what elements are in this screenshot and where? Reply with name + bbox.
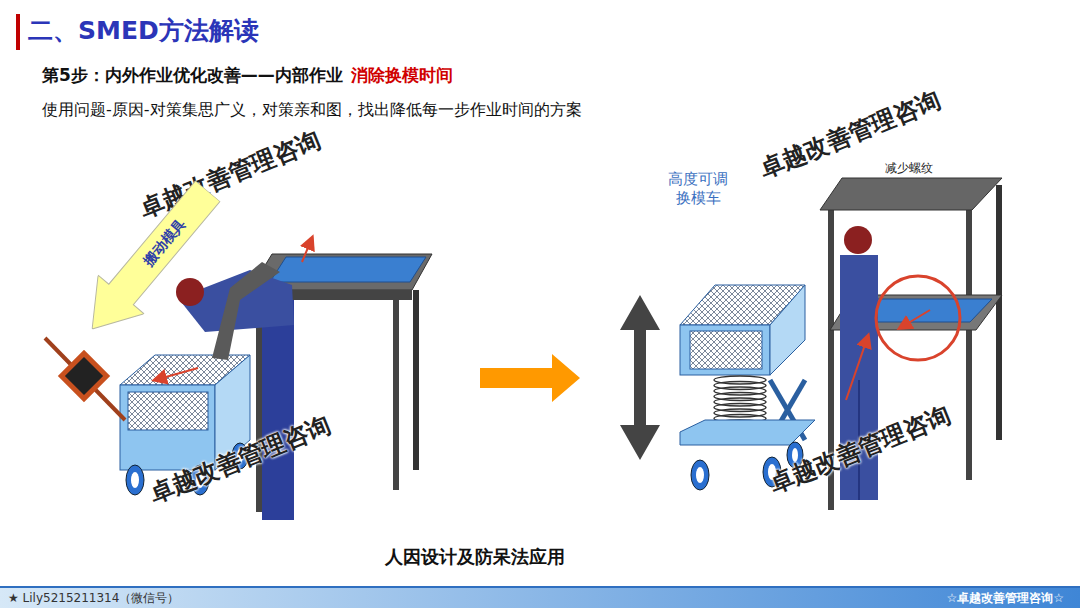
die-symbol — [45, 338, 125, 420]
worker-standing — [846, 336, 868, 400]
footer-bar — [0, 588, 1080, 608]
part-label: 减少螺纹 — [885, 160, 933, 177]
part-label: 高度可调 换模车 — [660, 170, 736, 208]
adjustable-cart — [770, 285, 805, 375]
work-table-right — [996, 185, 1002, 440]
adjustable-cart — [680, 420, 815, 445]
step-highlight: 消除换模时间 — [351, 64, 453, 87]
footer-brand: ☆卓越改善管理咨询☆ — [946, 590, 1064, 607]
worker-standing — [844, 226, 872, 254]
work-table-right — [820, 178, 1002, 210]
die-cart-left — [128, 392, 208, 430]
arrow-label: 搬动模具 — [109, 181, 220, 305]
work-table-left — [256, 300, 262, 512]
work-table-left — [413, 290, 419, 470]
header — [16, 14, 20, 50]
worker-bending — [212, 262, 280, 360]
method-note: 使用问题-原因-对策集思广义，对策亲和图，找出降低每一步作业时间的方案 — [42, 100, 582, 121]
worker-bending — [155, 368, 198, 380]
work-table-right — [966, 210, 972, 480]
worker-standing — [900, 310, 930, 328]
watermark: 卓越改善管理咨询 — [135, 124, 325, 226]
transition-arrow — [480, 354, 580, 402]
die-cart-left — [126, 465, 144, 495]
height-arrow — [620, 295, 660, 460]
figure-caption: 人因设计及防呆法应用 — [385, 545, 565, 569]
die-cart-left — [131, 472, 139, 488]
transition-arrow — [480, 354, 580, 402]
arrow-outline — [69, 172, 231, 348]
work-table-left — [270, 257, 426, 282]
work-table-left — [393, 300, 399, 490]
page-title: 二、SMED方法解读 — [28, 14, 259, 47]
worker-bending — [176, 278, 204, 306]
worker-standing — [876, 276, 960, 360]
worker-bending — [262, 300, 294, 520]
die-symbol — [61, 353, 106, 398]
adjustable-cart — [696, 467, 704, 483]
die-symbol — [45, 338, 125, 420]
step-heading: 第5步：内外作业优化改善——内部作业 — [42, 64, 343, 87]
footer-contact: ★ Lily5215211314（微信号） — [8, 590, 179, 607]
adjustable-cart — [690, 331, 762, 369]
worker-bending — [302, 238, 312, 262]
footer-bar — [0, 586, 1080, 608]
height-arrow — [620, 295, 660, 460]
header — [16, 14, 20, 50]
footer-bar — [0, 586, 1080, 588]
adjustable-cart — [691, 460, 709, 490]
adjustable-cart — [680, 325, 770, 375]
